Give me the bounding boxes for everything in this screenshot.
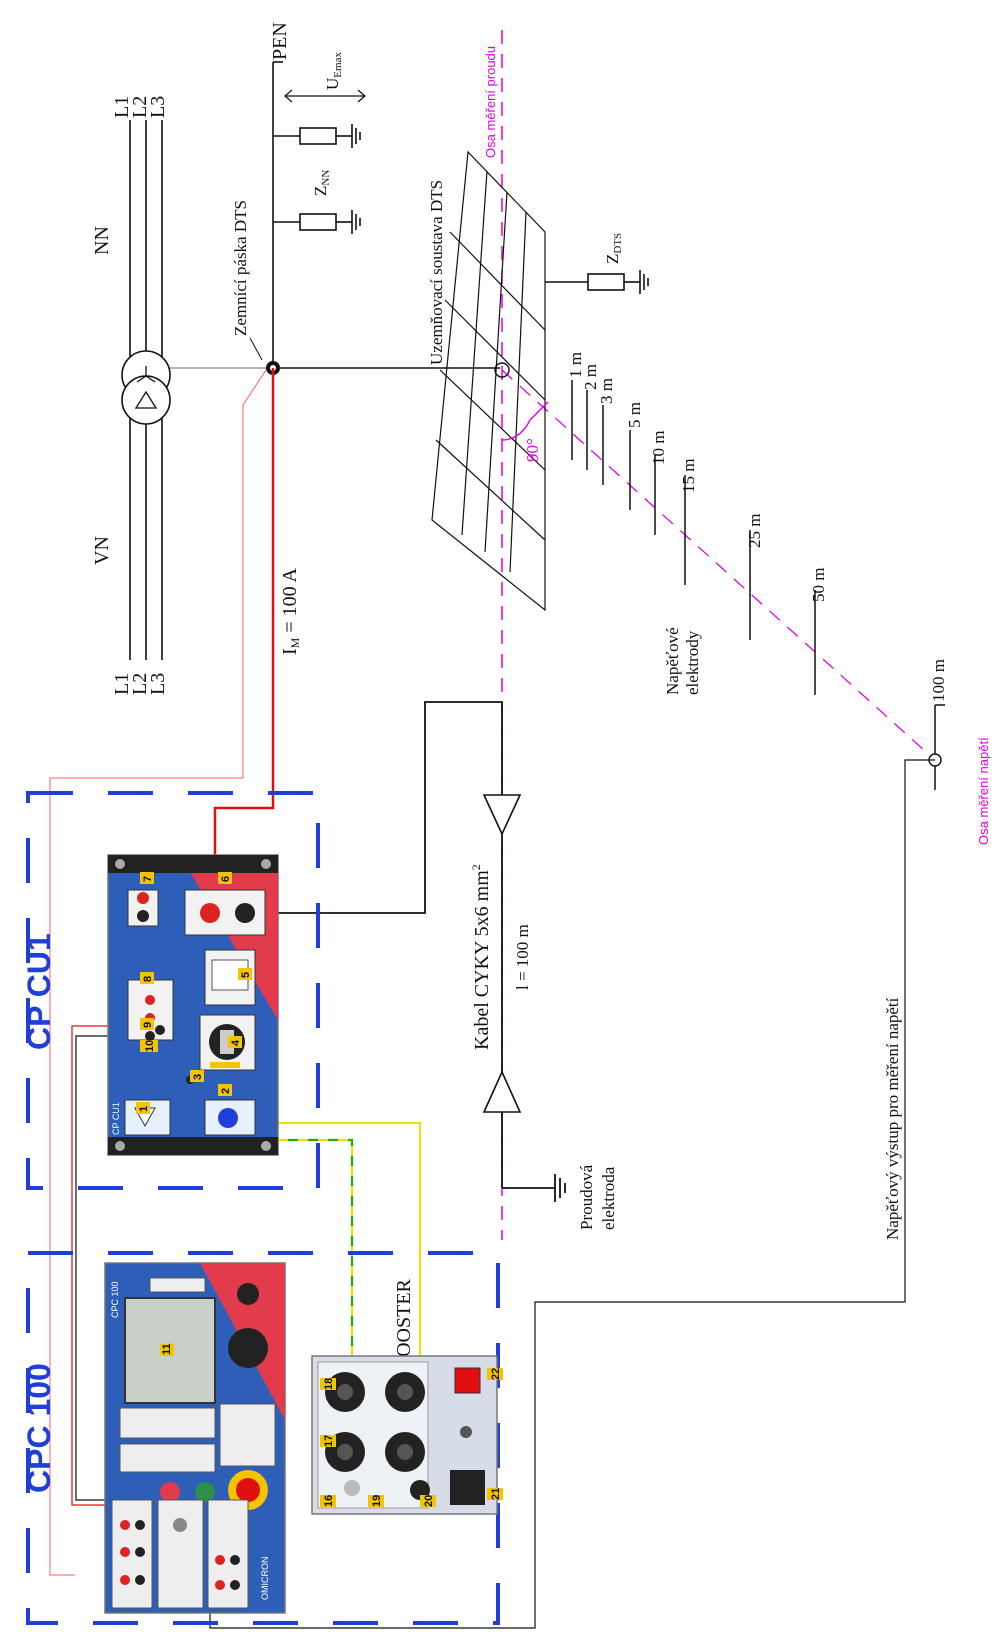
booster-tag-17: 17: [323, 1435, 335, 1447]
l1-bottom-label: L1: [111, 673, 133, 695]
thin-red-wire: [49, 369, 267, 1576]
zdts-subscript: DTS: [612, 233, 624, 254]
angle-label: 90°: [523, 438, 542, 462]
znn-symbol: Z: [311, 186, 330, 196]
uemax-label: UEmax: [323, 52, 344, 90]
booster-number-tags: [320, 1368, 503, 1507]
omicron-label: OMICRON: [260, 1557, 270, 1601]
distance-1m: 1 m: [566, 352, 585, 378]
cpc-100-frame: [26, 1251, 500, 1625]
distance-5m: 5 m: [625, 402, 644, 428]
znn-subscript: NN: [320, 170, 332, 186]
cp-cu1-tag-10: 10: [144, 1040, 156, 1052]
cyky-cable-superscript: 2: [469, 864, 483, 870]
distance-15m: 15 m: [679, 459, 698, 493]
pen-conductor: [272, 61, 500, 369]
cp-cu1-panel-label: CP CU1: [111, 1102, 121, 1135]
vn-label: VN: [91, 536, 113, 565]
voltage-output-cable: [190, 759, 935, 1629]
voltage-measurement-axis: [501, 369, 936, 761]
zdts-impedance: [545, 270, 649, 294]
main-current-wire: [213, 368, 275, 913]
uemax-subscript: Emax: [332, 52, 344, 78]
cable-connector-upper: [482, 794, 522, 836]
booster-tag-18: 18: [323, 1378, 335, 1390]
cp-cu1-tag-4: 4: [230, 1039, 242, 1046]
cp-cu1-frame: [26, 791, 320, 1190]
grounding-strap-leader: [249, 337, 263, 361]
l2-top-label: L2: [129, 96, 151, 118]
booster-device: [311, 1355, 498, 1515]
angle-arc: [501, 419, 531, 441]
cp-cu1-label: CP CU1: [21, 933, 57, 1050]
cpc-tag-11: 11: [161, 1343, 173, 1355]
current-cable: [258, 701, 566, 1202]
l3-top-label: L3: [147, 96, 169, 118]
distance-3m: 3 m: [597, 378, 616, 404]
distance-10m: 10 m: [649, 431, 668, 465]
current-electrode-label-2: elektroda: [599, 1166, 618, 1230]
cp-cu1-tag-6: 6: [220, 876, 232, 882]
grid-center-node: [494, 362, 510, 378]
grounding-strap-label: Zemnící páska DTS: [231, 200, 250, 336]
l1-top-label: L1: [111, 96, 133, 118]
cpc-100-label: CPC 100: [21, 1363, 57, 1493]
voltage-output-label: Napěťový výstup pro měření napětí: [883, 997, 902, 1240]
cyky-cable-text: Kabel CYKY 5x6 mm: [471, 870, 493, 1050]
distance-100m: 100 m: [929, 659, 948, 702]
im-label: IM = 100 A: [279, 567, 302, 655]
booster-tag-16: 16: [323, 1495, 335, 1507]
pen-label: PEN: [269, 22, 291, 60]
transformer-symbol: [121, 350, 171, 425]
booster-tag-21: 21: [490, 1488, 502, 1500]
im-value: = 100 A: [279, 567, 301, 637]
cp-cu1-number-tags: [136, 872, 252, 1114]
booster-cable-yellow: [262, 1122, 421, 1466]
cp-cu1-tag-2: 2: [220, 1088, 232, 1094]
cp-cu1-tag-8: 8: [142, 976, 154, 982]
l2-bottom-label: L2: [129, 673, 151, 695]
cp-cu1-tag-7: 7: [142, 876, 154, 882]
booster-tag-20: 20: [423, 1495, 435, 1507]
earthing-grid: [431, 150, 546, 612]
zdts-label: ZDTS: [603, 233, 624, 264]
distance-2m: 2 m: [581, 364, 600, 390]
cpc-100-panel-label: CPC 100: [110, 1281, 120, 1318]
booster-tag-19: 19: [371, 1495, 383, 1507]
cp-cu1-device: [107, 854, 279, 1156]
cpc-tag-11-box: [160, 1344, 174, 1356]
cable-length-label: l = 100 m: [513, 924, 532, 990]
earthing-system-label: Uzemňovací soustava DTS: [427, 180, 446, 365]
znn-label: ZNN: [311, 170, 332, 196]
current-axis-label: Osa měření proudu: [483, 46, 498, 158]
angle-arc-tick: [529, 401, 549, 421]
cp-cu1-tag-3: 3: [192, 1074, 204, 1080]
cp-cu1-tag-9: 9: [142, 1022, 154, 1028]
nn-label: NN: [91, 226, 113, 255]
voltage-axis-label: Osa měření napětí: [976, 737, 991, 845]
voltage-electrodes-label-1: Napěťové: [663, 627, 682, 695]
voltage-electrodes-label-2: elektrody: [683, 630, 702, 695]
current-electrode-label-1: Proudová: [577, 1164, 596, 1230]
voltage-electrodes: [571, 380, 945, 790]
distance-25m: 25 m: [745, 514, 764, 548]
cp-cu1-tag-1: 1: [138, 1106, 150, 1112]
im-symbol: I: [279, 648, 301, 655]
l3-bottom-label: L3: [147, 673, 169, 695]
booster-tag-22: 22: [490, 1368, 502, 1380]
cp-cu1-tag-5: 5: [240, 972, 252, 978]
cyky-cable-label: Kabel CYKY 5x6 mm2: [469, 864, 493, 1050]
cpc-100-device: [104, 1262, 286, 1614]
distance-50m: 50 m: [809, 568, 828, 602]
cable-connector-lower: [482, 1070, 522, 1113]
im-subscript: M: [288, 637, 302, 648]
uemax-symbol: U: [323, 78, 342, 90]
zdts-symbol: Z: [603, 254, 622, 264]
